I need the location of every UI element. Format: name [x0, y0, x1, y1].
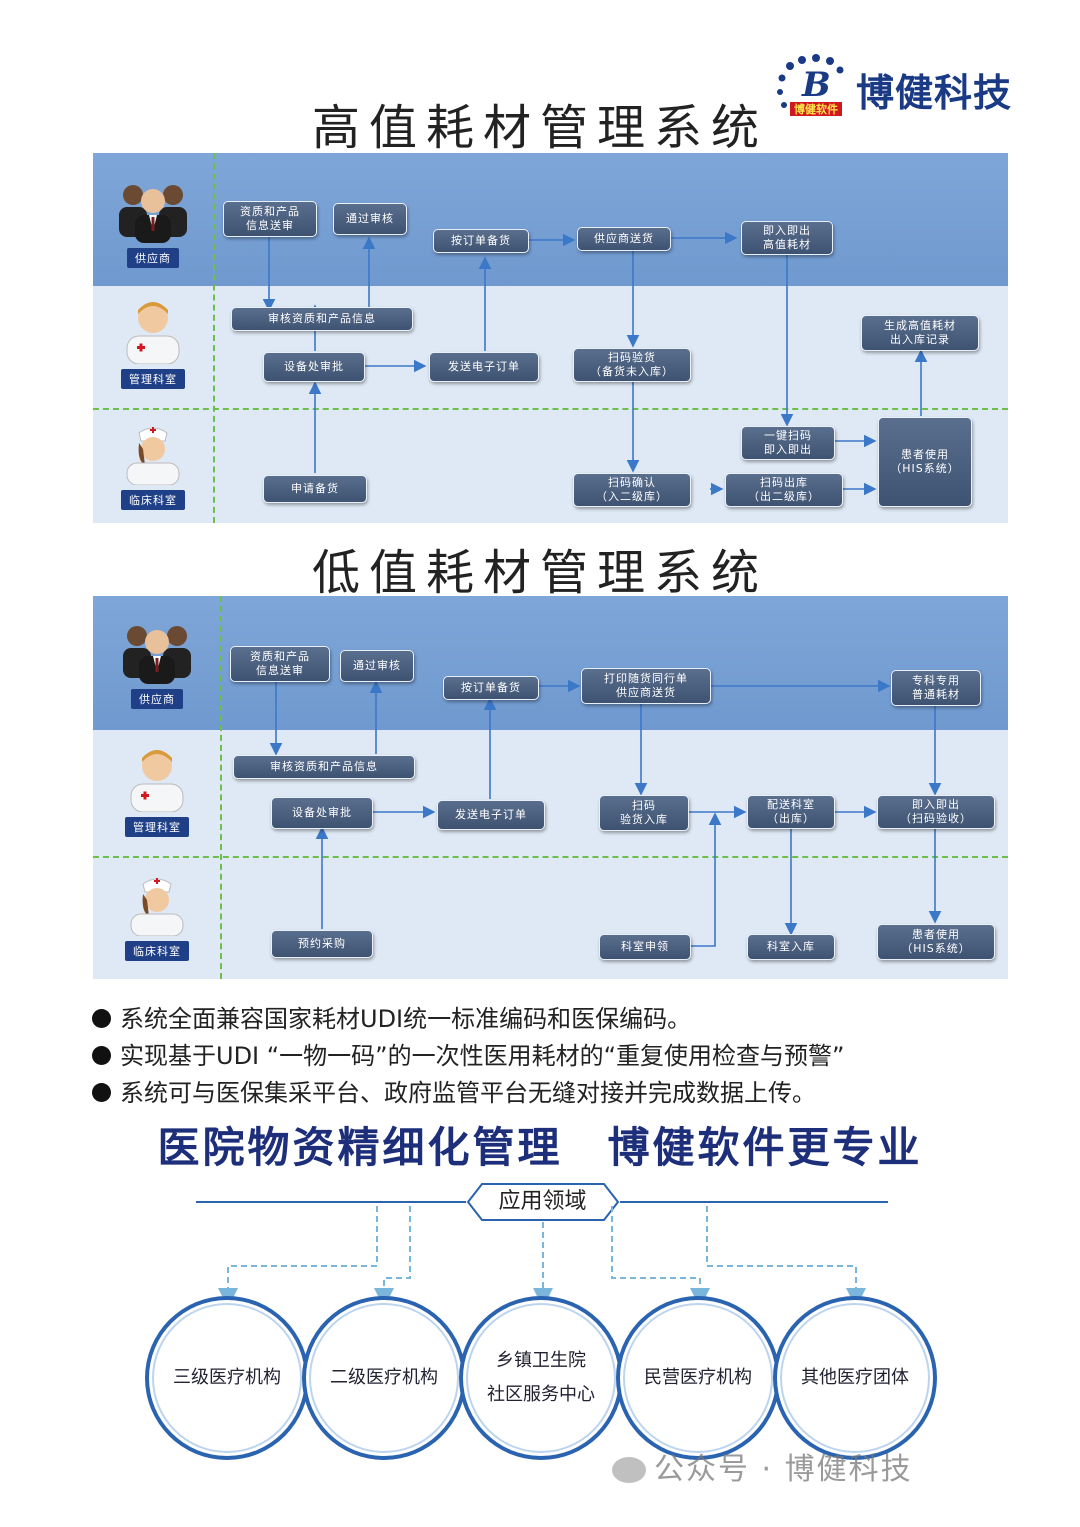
high-value-flow-diagram: 供应商 管理科室 临床科室 — [93, 153, 1008, 523]
application-connectors — [196, 1183, 888, 1308]
feature-bullet: 系统全面兼容国家耗材UDI统一标准编码和医保编码。 — [92, 999, 691, 1034]
lv-box-reserve-purchase: 预约采购 — [271, 930, 373, 958]
lv-box-send-order: 发送电子订单 — [437, 800, 545, 830]
area-secondary-hospital: 二级医疗机构 — [311, 1305, 457, 1451]
area-private-hospital: 民营医疗机构 — [625, 1305, 771, 1451]
hv-box-patient-use: 患者使用 （HIS系统） — [878, 417, 972, 507]
lv-box-dispatch-dept: 配送科室 （出库） — [747, 795, 835, 829]
role-clinical: 临床科室 — [93, 421, 213, 510]
hv-box-qualification-submit: 资质和产品 信息送审 — [223, 201, 317, 237]
slogan: 医院物资精细化管理 博健软件更专业 — [157, 1123, 923, 1172]
hv-box-scan-check: 扫码验货 （备货未入库） — [573, 348, 691, 382]
hv-box-equipment-approval: 设备处审批 — [263, 352, 365, 382]
lv-box-prepare-by-order: 按订单备货 — [443, 676, 539, 700]
hv-box-scan-confirm: 扫码确认 （入二级库） — [573, 473, 691, 507]
nurse-icon — [130, 878, 184, 937]
area-other-groups: 其他医疗团体 — [782, 1305, 928, 1451]
low-value-title: 低值耗材管理系统 — [311, 545, 768, 601]
low-value-flow-diagram: 供应商 管理科室 临床科室 — [93, 596, 1008, 979]
bullet-dot-icon — [92, 1083, 111, 1102]
lane-divider — [93, 856, 1008, 858]
doctor-icon — [126, 302, 180, 365]
area-tertiary-hospital: 三级医疗机构 — [154, 1305, 300, 1451]
bullet-dot-icon — [92, 1009, 111, 1028]
role-label-management: 管理科室 — [121, 369, 185, 389]
feature-bullet: 实现基于UDI “一物一码”的一次性医用耗材的“重复使用检查与预警” — [92, 1036, 845, 1071]
role-label-supplier: 供应商 — [131, 689, 183, 709]
lv-box-print-delivery: 打印随货同行单 供应商送货 — [581, 668, 711, 704]
role-management: 管理科室 — [93, 298, 213, 389]
role-management: 管理科室 — [97, 746, 217, 837]
lv-box-patient-use: 患者使用 （HIS系统） — [877, 924, 995, 960]
role-label-clinical: 临床科室 — [125, 941, 189, 961]
logo-company-name: 博健科技 — [856, 70, 1013, 115]
feature-bullet: 系统可与医保集采平台、政府监管平台无缝对接并完成数据上传。 — [92, 1073, 816, 1108]
hv-box-instant-in-out: 即入即出 高值耗材 — [741, 221, 833, 255]
role-column-divider — [213, 153, 215, 523]
logo-mark-icon: B 博健软件 — [777, 54, 844, 116]
lv-box-dept-inbound: 科室入库 — [747, 934, 835, 960]
hv-box-apply-stock: 申请备货 — [263, 475, 367, 503]
hv-box-review-qualification: 审核资质和产品信息 — [231, 307, 413, 331]
application-area-label: 应用领域 — [498, 1189, 587, 1214]
high-value-title: 高值耗材管理系统 — [311, 100, 768, 156]
company-logo: B 博健软件 博健科技 — [776, 52, 1026, 124]
lv-box-instant-scan: 即入即出 （扫码验收） — [877, 795, 995, 829]
role-label-clinical: 临床科室 — [121, 490, 185, 510]
lv-box-qualification-submit: 资质和产品 信息送审 — [230, 646, 330, 682]
role-supplier: 供应商 — [93, 181, 213, 268]
role-clinical: 临床科室 — [97, 872, 217, 961]
hv-box-generate-record: 生成高值耗材 出入库记录 — [861, 315, 979, 351]
supplier-people-icon — [119, 185, 187, 243]
low-value-flow-arrows — [269, 679, 942, 947]
lv-box-approved: 通过审核 — [340, 650, 414, 682]
hv-box-prepare-by-order: 按订单备货 — [433, 229, 529, 253]
hv-box-scan-out: 扫码出库 （出二级库） — [725, 473, 843, 507]
logo-mark-text: 博健软件 — [794, 102, 838, 116]
hv-box-send-order: 发送电子订单 — [429, 352, 539, 382]
wechat-icon — [612, 1457, 646, 1483]
lv-box-dept-request: 科室申领 — [599, 934, 691, 960]
role-column-divider — [220, 596, 222, 979]
lv-box-dept-special: 专科专用 普通耗材 — [891, 670, 981, 706]
doctor-icon — [130, 750, 184, 813]
lane-divider — [93, 408, 1008, 410]
nurse-icon — [126, 427, 180, 486]
logo-letter: B — [801, 65, 831, 105]
role-supplier: 供应商 — [97, 622, 217, 709]
hv-box-one-click-scan: 一键扫码 即入即出 — [741, 426, 835, 460]
lv-box-scan-inbound: 扫码 验货入库 — [599, 795, 689, 831]
high-value-flow-arrows — [262, 231, 928, 496]
lv-box-equipment-approval: 设备处审批 — [271, 797, 373, 829]
role-label-management: 管理科室 — [125, 817, 189, 837]
hv-box-approved: 通过审核 — [333, 203, 407, 235]
watermark: 公众号 · 博健科技 — [612, 1444, 913, 1488]
bullet-dot-icon — [92, 1046, 111, 1065]
role-label-supplier: 供应商 — [127, 248, 179, 268]
supplier-people-icon — [123, 626, 191, 684]
area-township-community: 乡镇卫生院 社区服务中心 — [468, 1305, 614, 1451]
lv-box-review-qualification: 审核资质和产品信息 — [233, 755, 415, 779]
hv-box-supplier-deliver: 供应商送货 — [577, 227, 671, 251]
